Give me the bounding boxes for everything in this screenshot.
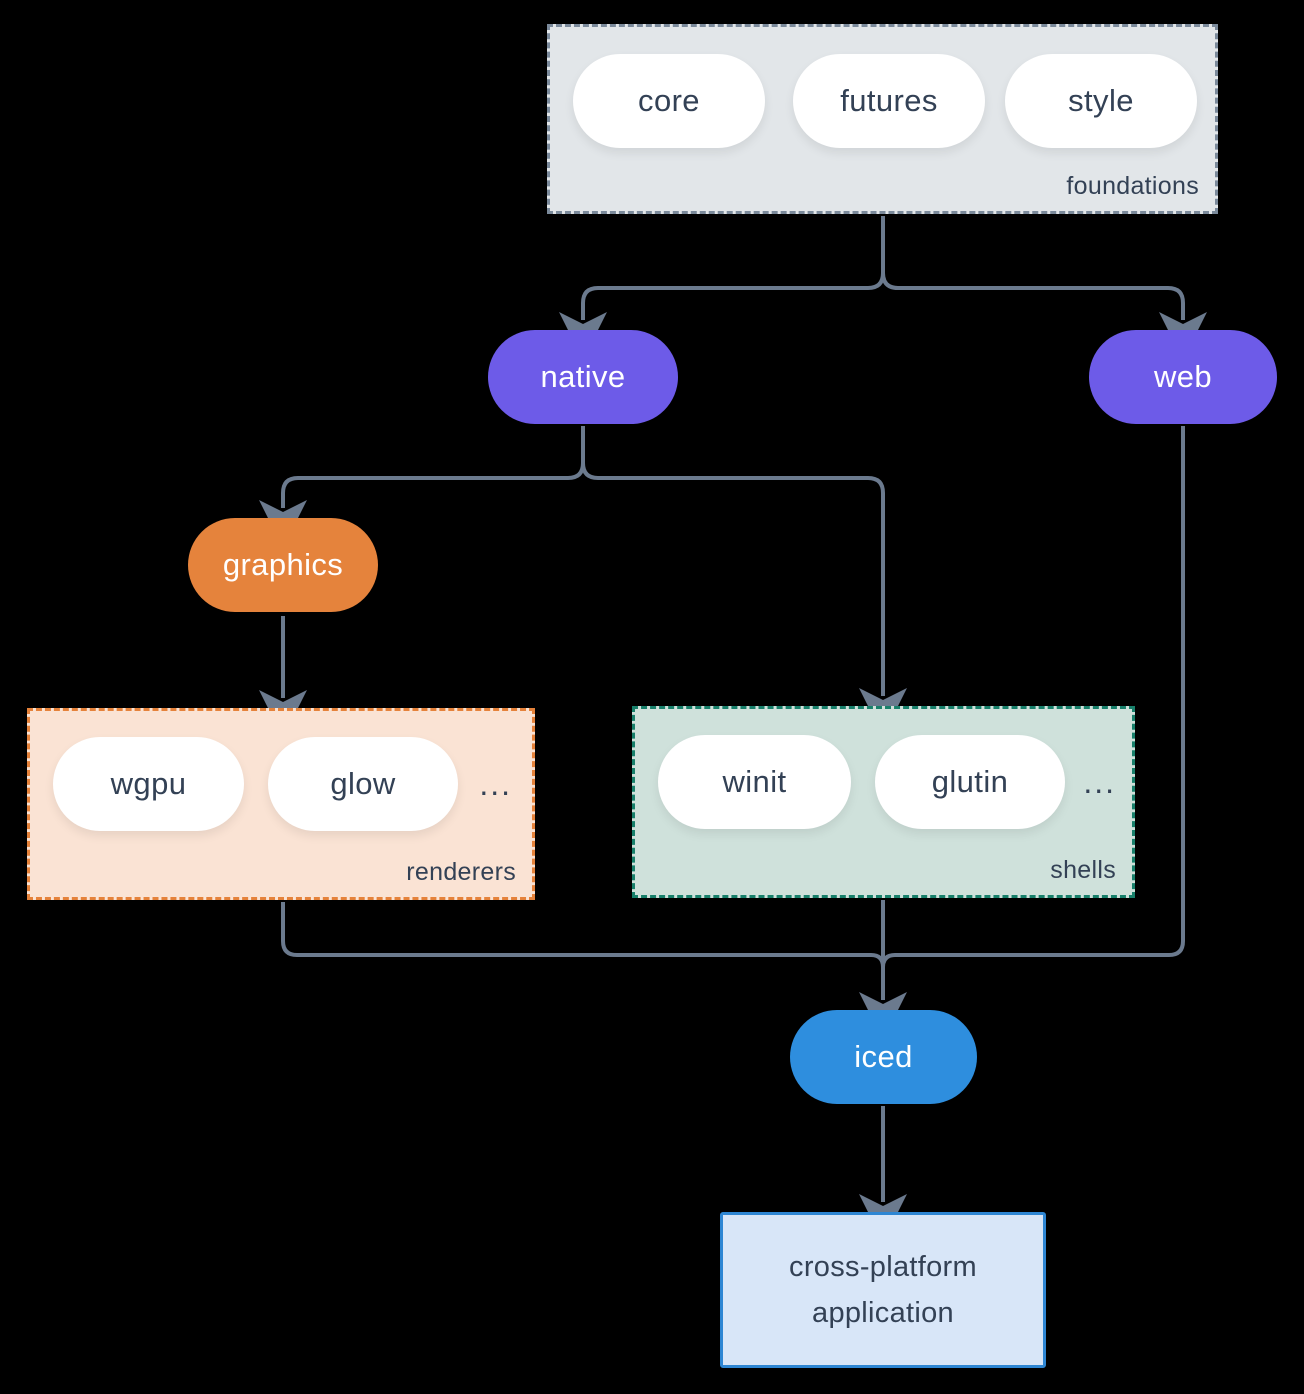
shells-ellipsis: ... <box>1083 763 1116 800</box>
edge-native-graphics <box>259 426 585 548</box>
group-box-foundations: core futures style foundations <box>547 24 1218 214</box>
node-wgpu: wgpu <box>53 737 244 831</box>
edge-renderers-merge <box>281 902 885 971</box>
group-box-renderers: wgpu glow ... renderers <box>27 708 535 900</box>
node-cross-platform-application: cross-platform application <box>720 1212 1046 1368</box>
node-style: style <box>1005 54 1197 148</box>
node-iced: iced <box>790 1010 977 1104</box>
edge-foundations-native <box>559 216 885 360</box>
node-glutin: glutin <box>875 735 1065 829</box>
group-box-shells: winit glutin ... shells <box>632 706 1135 898</box>
edge-foundations-web <box>881 216 1207 360</box>
renderers-ellipsis: ... <box>479 765 512 802</box>
node-glow: glow <box>268 737 458 831</box>
foundations-label: foundations <box>1066 172 1199 200</box>
edge-native-shells <box>581 426 907 736</box>
node-graphics: graphics <box>188 518 378 612</box>
node-winit: winit <box>658 735 851 829</box>
renderers-label: renderers <box>406 858 516 886</box>
node-futures: futures <box>793 54 985 148</box>
shells-label: shells <box>1050 856 1116 884</box>
node-native: native <box>488 330 678 424</box>
node-web: web <box>1089 330 1277 424</box>
node-core: core <box>573 54 765 148</box>
